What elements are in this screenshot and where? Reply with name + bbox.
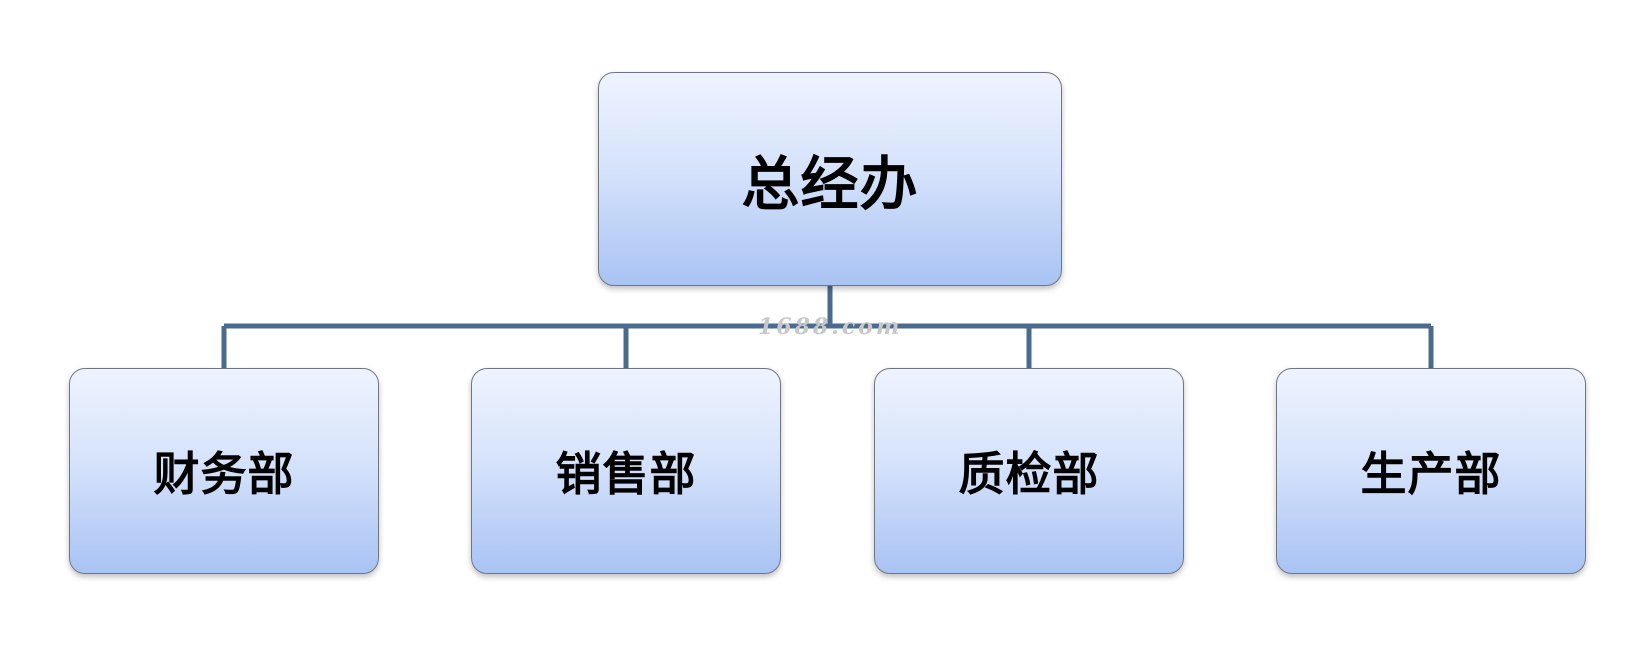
child-node-production: 生产部: [1276, 368, 1586, 574]
child-node-label: 财务部: [153, 447, 295, 501]
child-node-label: 质检部: [958, 447, 1100, 501]
root-node-label: 总经办: [741, 150, 919, 218]
child-node-finance: 财务部: [69, 368, 379, 574]
child-node-sales: 销售部: [471, 368, 781, 574]
child-node-label: 生产部: [1360, 447, 1502, 501]
root-node-general-office: 总经办: [598, 72, 1062, 286]
watermark-text: 1688.com: [758, 314, 903, 340]
child-node-label: 销售部: [555, 447, 697, 501]
child-node-quality: 质检部: [874, 368, 1184, 574]
